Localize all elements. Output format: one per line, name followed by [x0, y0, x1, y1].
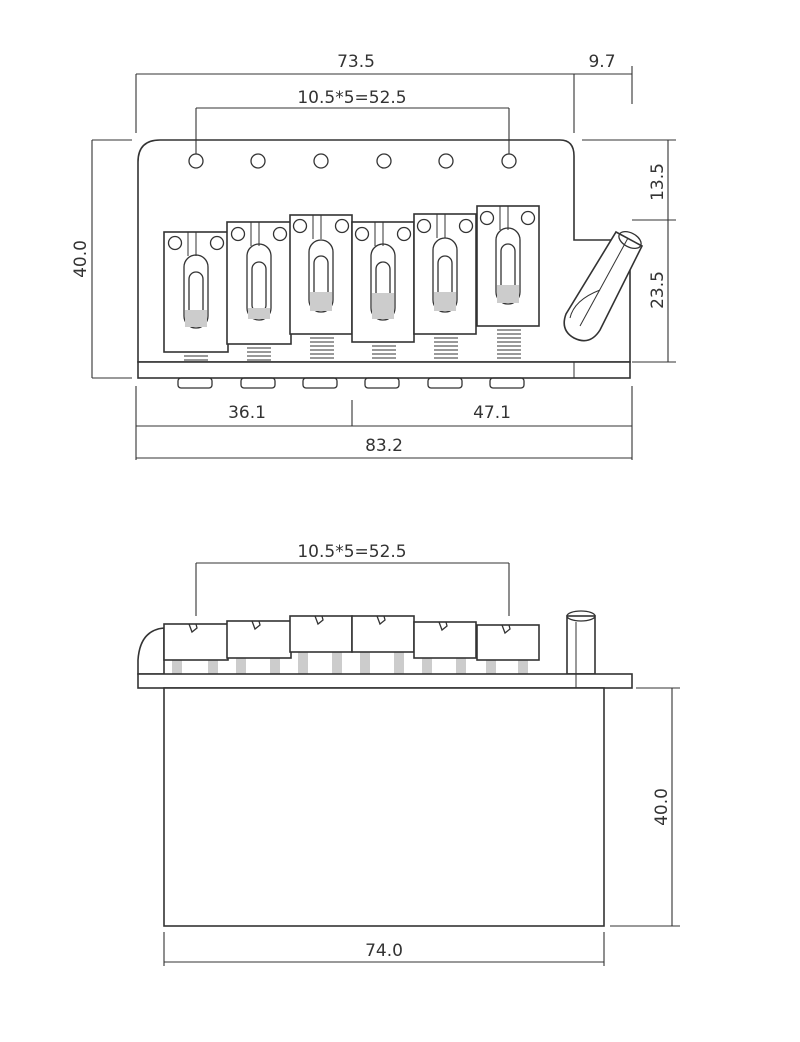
dim-right-part-label: 47.1 — [473, 403, 511, 423]
saddles-side — [163, 615, 540, 661]
saddle-1 — [163, 231, 229, 361]
sustain-block — [163, 687, 605, 927]
saddle-screws-side — [172, 652, 528, 674]
tremolo-arm-side — [566, 610, 596, 675]
dimension-bottom: 36.1 47.1 83.2 — [135, 386, 633, 460]
saddle-4 — [351, 221, 415, 359]
dimension-string-spacing: 10.5*5=52.5 — [195, 88, 510, 154]
side-dim-block-height-label: 40.0 — [652, 788, 672, 826]
side-dimension-block-height: 40.0 — [610, 687, 680, 927]
dim-top-offset-label: 13.5 — [648, 163, 668, 201]
dim-string-spacing-label: 10.5*5=52.5 — [297, 88, 406, 108]
saddle-2 — [226, 221, 292, 361]
side-base-plate — [137, 673, 633, 689]
saddle-3 — [289, 214, 353, 359]
dim-arm-height-label: 23.5 — [648, 271, 668, 309]
dim-total-width-label: 73.5 — [337, 52, 375, 72]
side-view: 10.5*5=52.5 — [137, 542, 680, 966]
saddle-feet — [177, 377, 525, 389]
side-dimension-block-width: 74.0 — [163, 932, 605, 966]
dim-height-label: 40.0 — [71, 240, 91, 278]
top-view: 73.5 9.7 10.5*5=52.5 40.0 13.5 23.5 — [71, 52, 676, 460]
saddle-5 — [413, 213, 477, 359]
saddle-6 — [476, 205, 540, 359]
dimension-right-side: 13.5 23.5 — [582, 139, 676, 363]
dim-left-part-label: 36.1 — [228, 403, 266, 423]
base-plate-front-edge — [137, 361, 631, 379]
dimension-total-width: 73.5 9.7 — [135, 52, 633, 133]
dimension-height: 40.0 — [71, 139, 132, 379]
side-dim-block-width-label: 74.0 — [365, 941, 403, 961]
tremolo-arm — [563, 230, 644, 342]
side-dimension-string-spacing: 10.5*5=52.5 — [195, 542, 510, 616]
saddles — [163, 205, 540, 361]
dim-overall-label: 83.2 — [365, 436, 403, 456]
dim-arm-offset-label: 9.7 — [588, 52, 615, 72]
side-dim-string-spacing-label: 10.5*5=52.5 — [297, 542, 406, 562]
